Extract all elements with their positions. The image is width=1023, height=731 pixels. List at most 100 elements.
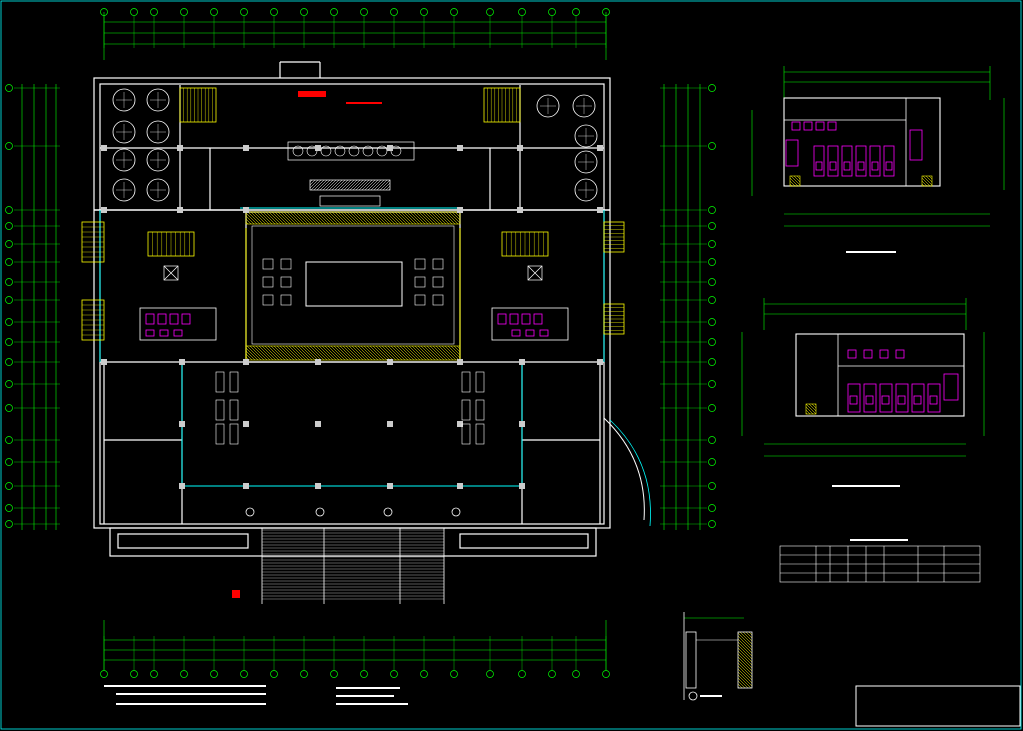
wash-basin [815, 121, 825, 131]
axis-bubble [5, 84, 13, 92]
toilet-stall [911, 383, 925, 413]
wash-basin [895, 349, 905, 359]
toilet-bowl [849, 395, 858, 405]
axis-bubble [180, 8, 188, 16]
planter [383, 507, 393, 517]
axis-bubble [548, 8, 556, 16]
bench [475, 371, 485, 393]
square-table [262, 276, 274, 288]
round-table [146, 178, 170, 202]
axis-bubble [5, 278, 13, 286]
square-table [280, 258, 292, 270]
central-atrium [245, 211, 461, 363]
structural-column [315, 145, 321, 151]
square-table [262, 294, 274, 306]
structural-column [315, 421, 321, 427]
structural-column [519, 359, 525, 365]
axis-bubble [5, 318, 13, 326]
axis-bubble [240, 8, 248, 16]
structural-column [519, 421, 525, 427]
restroom-right [491, 307, 569, 341]
square-table [414, 276, 426, 288]
section-detail [683, 612, 753, 701]
axis-bubble [210, 8, 218, 16]
structural-column [177, 207, 183, 213]
axis-bubble [708, 142, 716, 150]
bench [215, 399, 225, 421]
round-table [112, 88, 136, 112]
red-markers [232, 91, 382, 598]
toilet-bowl [897, 395, 906, 405]
toilet-stall [813, 145, 825, 177]
axis-bubble [708, 404, 716, 412]
axis-bubble [518, 8, 526, 16]
structural-column [517, 207, 523, 213]
structural-column [243, 359, 249, 365]
main-floor-plan [5, 8, 716, 705]
toilet-bowl [871, 161, 879, 171]
axis-bubble [486, 8, 494, 16]
wash-basin [791, 121, 801, 131]
axis-bubble [708, 338, 716, 346]
structural-column [179, 359, 185, 365]
axis-bubble [5, 240, 13, 248]
entrance-steps [245, 507, 461, 604]
toilet-bowl [881, 395, 890, 405]
axis-bubble [5, 504, 13, 512]
axis-bubble [420, 670, 428, 678]
bench [229, 399, 239, 421]
axis-bubble [486, 670, 494, 678]
toilet-stall [827, 145, 839, 177]
left-axis-markers [5, 84, 60, 528]
axis-bubble [708, 358, 716, 366]
axis-bubble [5, 222, 13, 230]
axis-bubble [708, 296, 716, 304]
axis-bubble [330, 670, 338, 678]
axis-bubble [5, 458, 13, 466]
axis-bubble [5, 436, 13, 444]
axis-bubble [518, 670, 526, 678]
axis-bubble [5, 258, 13, 266]
counter-seat [362, 145, 374, 157]
round-table [574, 178, 598, 202]
axis-bubble [150, 8, 158, 16]
structural-column [457, 483, 463, 489]
square-table [432, 294, 444, 306]
right-axis-markers [660, 84, 716, 528]
axis-bubble [5, 482, 13, 490]
axis-bubble [420, 8, 428, 16]
schedule-table [779, 539, 981, 583]
toilet-detail-plan-1 [751, 66, 1005, 253]
structural-column [457, 145, 463, 151]
toilet-bowl [865, 395, 874, 405]
toilet-bowl [829, 161, 837, 171]
toilet-stall [895, 383, 909, 413]
elevators [163, 265, 543, 281]
structural-column [597, 145, 603, 151]
bench-seating [215, 371, 485, 445]
structural-column [387, 145, 393, 151]
toilet-bowl [929, 395, 938, 405]
axis-bubble [708, 520, 716, 528]
structural-column [101, 207, 107, 213]
service-counter [287, 141, 415, 207]
axis-bubble [708, 458, 716, 466]
bench [215, 371, 225, 393]
structural-column [519, 483, 525, 489]
toilet-bowl [913, 395, 922, 405]
counter-seat [334, 145, 346, 157]
axis-bubble [150, 670, 158, 678]
round-table [146, 88, 170, 112]
structural-column [243, 145, 249, 151]
structural-column [243, 483, 249, 489]
axis-bubble [5, 296, 13, 304]
bottom-axis-markers [100, 636, 610, 678]
round-table [112, 148, 136, 172]
round-table [146, 120, 170, 144]
planter [315, 507, 325, 517]
round-table [112, 120, 136, 144]
bench [229, 371, 239, 393]
top-axis-markers [100, 8, 610, 48]
axis-bubble [602, 8, 610, 16]
atrium-hatch-top [245, 211, 461, 225]
